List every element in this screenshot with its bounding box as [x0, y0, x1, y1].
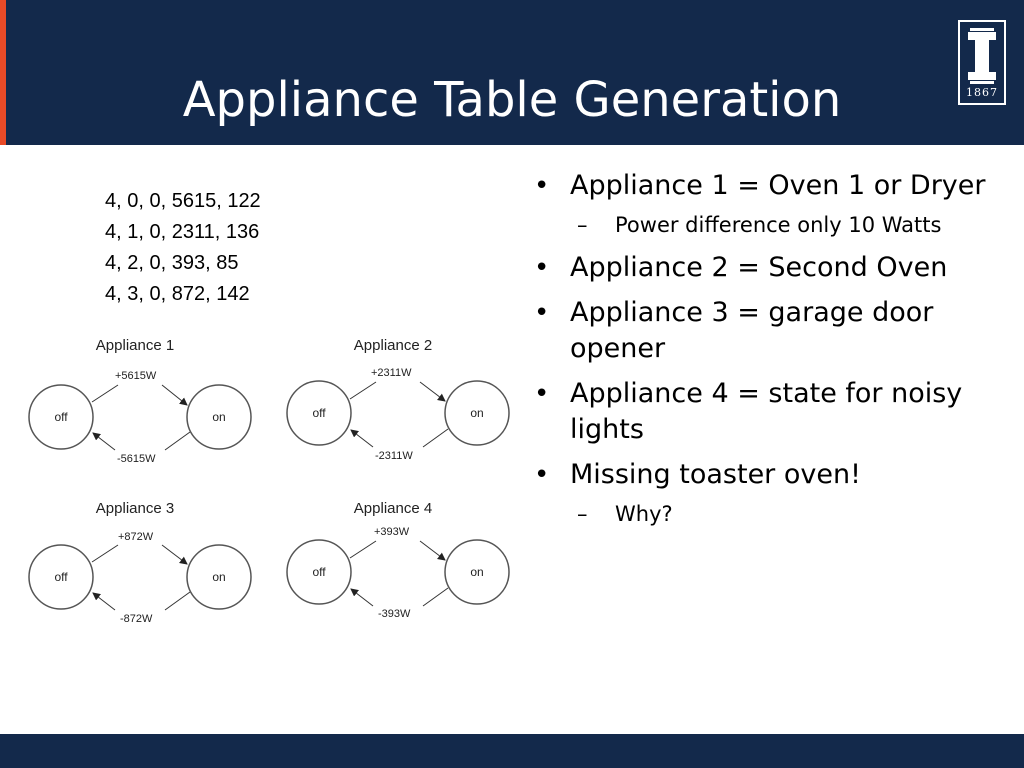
on-state-node — [186, 384, 252, 450]
edge-arrow-plus — [419, 540, 446, 561]
state-diagram-graphic: off on — [28, 384, 252, 451]
edge-line-plus — [91, 384, 119, 403]
edge-label-minus: -872W — [120, 613, 153, 625]
edge-arrow-minus — [350, 429, 374, 448]
on-label: on — [212, 570, 225, 584]
on-label: on — [470, 406, 483, 420]
edge-arrow-plus — [161, 544, 188, 565]
data-line: 4, 3, 0, 872, 142 — [105, 283, 250, 305]
footer-bar — [0, 734, 1024, 768]
off-label: off — [312, 565, 326, 579]
off-state-node — [28, 544, 94, 610]
on-state-node — [444, 539, 510, 605]
off-state-node — [286, 539, 352, 605]
bullet-item: Appliance 1 = Oven 1 or Dryer — [530, 168, 1000, 204]
state-diagram-graphic: off on — [286, 380, 510, 448]
state-diagram-graphic: off on — [286, 539, 510, 607]
edge-arrow-plus — [419, 381, 446, 402]
bullet-item: Missing toaster oven! — [530, 457, 1000, 493]
diagram-title: Appliance 3 — [95, 500, 175, 517]
edge-label-plus: +5615W — [115, 370, 157, 382]
state-diagram-appliance-2: Appliance 2 off on +2311W -2311W — [286, 337, 543, 487]
off-state-node — [286, 380, 352, 446]
diagram-title: Appliance 2 — [353, 337, 433, 354]
edge-label-minus: -5615W — [117, 453, 156, 465]
edge-arrow-minus — [350, 588, 374, 607]
header-bar: Appliance Table Generation 1867 — [0, 0, 1024, 145]
off-state-node — [28, 384, 94, 450]
bullet-item: Appliance 4 = state for noisy lights — [530, 376, 1000, 448]
diagram-title: Appliance 4 — [353, 500, 433, 517]
slide-title: Appliance Table Generation — [182, 72, 842, 128]
edge-line-minus — [164, 431, 191, 451]
bullet-item: Appliance 3 = garage door opener — [530, 295, 1000, 367]
bullet-item: Appliance 2 = Second Oven — [530, 250, 1000, 286]
sub-bullet-item: Why? — [530, 499, 1000, 530]
data-line: 4, 2, 0, 393, 85 — [105, 252, 239, 274]
state-diagram-appliance-1: Appliance 1 off on +5615W -5615W — [28, 337, 285, 487]
off-label: off — [312, 406, 326, 420]
on-state-node — [444, 380, 510, 446]
edge-label-plus: +393W — [374, 526, 410, 538]
sub-bullet-item: Power difference only 10 Watts — [530, 210, 1000, 241]
edge-label-minus: -393W — [378, 608, 411, 620]
on-label: on — [470, 565, 483, 579]
edge-line-minus — [422, 428, 449, 448]
column-icon — [968, 28, 996, 84]
edge-line-plus — [349, 540, 377, 559]
edge-label-minus: -2311W — [375, 450, 413, 462]
diagram-title: Appliance 1 — [95, 337, 175, 354]
edge-line-minus — [164, 591, 191, 611]
edge-arrow-minus — [92, 432, 116, 451]
on-state-node — [186, 544, 252, 610]
bullet-list: Appliance 1 = Oven 1 or Dryer Power diff… — [530, 168, 1000, 539]
state-diagram-graphic: off on — [28, 544, 252, 611]
off-label: off — [54, 570, 68, 584]
on-label: on — [212, 410, 225, 424]
state-diagram-appliance-4: Appliance 4 off on +393W -393W — [286, 500, 543, 650]
logo-year: 1867 — [966, 86, 998, 99]
state-diagram-appliance-3: Appliance 3 off on +872W -872W — [28, 500, 285, 650]
header-accent-stripe — [0, 0, 6, 145]
edge-line-plus — [91, 544, 119, 563]
off-label: off — [54, 410, 68, 424]
data-lines: 4, 0, 0, 5615, 122 4, 1, 0, 2311, 136 4,… — [105, 186, 261, 310]
edge-arrow-minus — [92, 592, 116, 611]
university-logo: 1867 — [958, 20, 1006, 105]
edge-arrow-plus — [161, 384, 188, 406]
data-line: 4, 0, 0, 5615, 122 — [105, 190, 261, 212]
edge-line-minus — [422, 587, 449, 607]
data-line: 4, 1, 0, 2311, 136 — [105, 221, 260, 243]
edge-label-plus: +872W — [118, 531, 154, 543]
edge-label-plus: +2311W — [371, 367, 412, 379]
edge-line-plus — [349, 381, 377, 400]
